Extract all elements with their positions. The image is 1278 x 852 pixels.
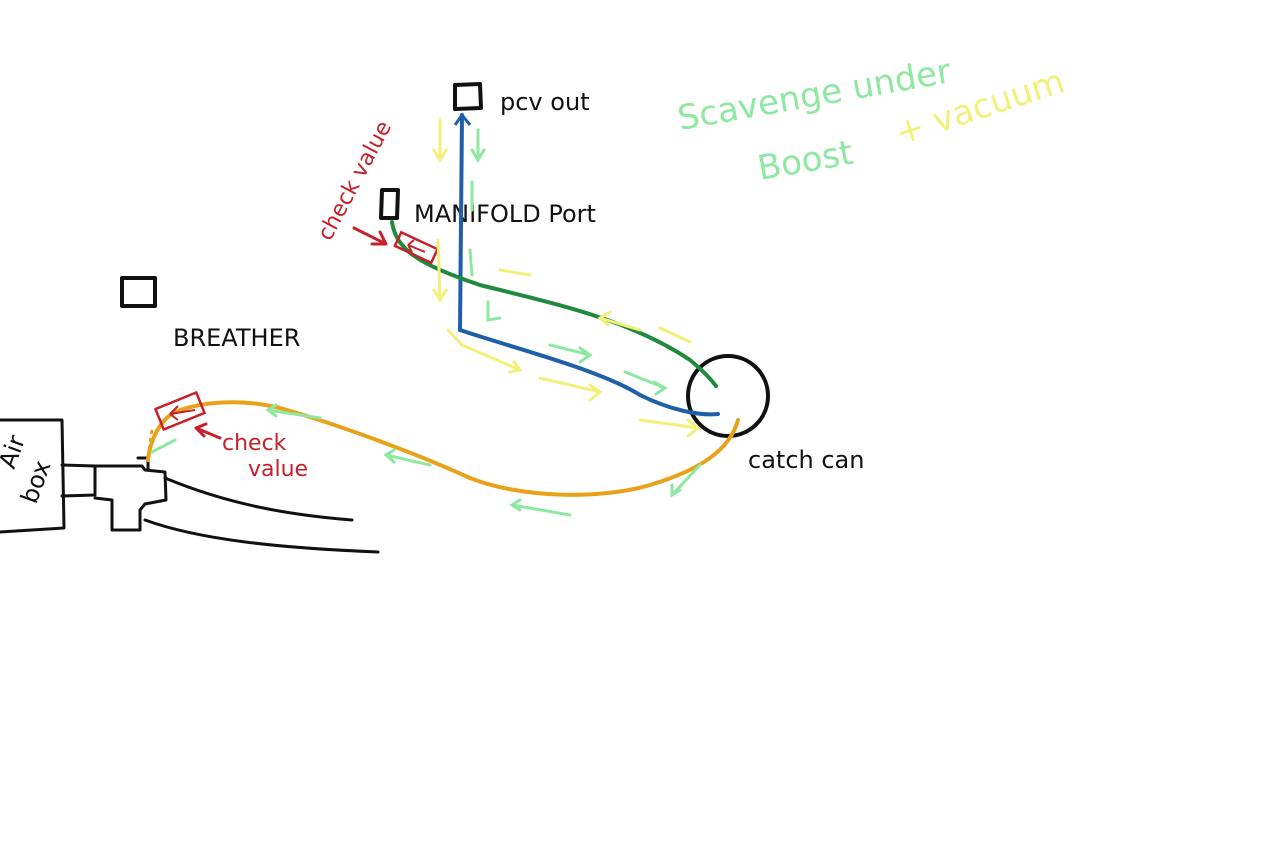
check-valve-top [393, 230, 440, 265]
check-valve-bottom-label-1: check [222, 431, 287, 456]
manifold-line [390, 220, 718, 388]
catch-can-label: catch can [748, 446, 864, 474]
check-valve-top-label: check value [313, 117, 397, 245]
scavenge-note-boost: Boost [755, 133, 856, 189]
boost-flow-arrows [150, 128, 702, 517]
check-valve-top-arrow [352, 226, 388, 246]
vacuum-flow-arrows [432, 118, 701, 438]
manifold-port [379, 188, 400, 220]
manifold-port-label: MANIFOLD Port [414, 200, 596, 228]
breather-line [146, 400, 740, 497]
pcv-out-label: pcv out [500, 88, 590, 116]
check-valve-bottom-label-2: value [248, 457, 308, 482]
pcv-line [457, 113, 720, 417]
catch-can [686, 354, 770, 438]
breather-port [120, 276, 157, 308]
check-valve-bottom-arrow [194, 422, 222, 440]
check-valve-bottom [153, 390, 207, 432]
pcv-out-port [453, 82, 483, 111]
breather-label: BREATHER [173, 324, 300, 352]
air-box-intake: Air box [0, 418, 380, 554]
